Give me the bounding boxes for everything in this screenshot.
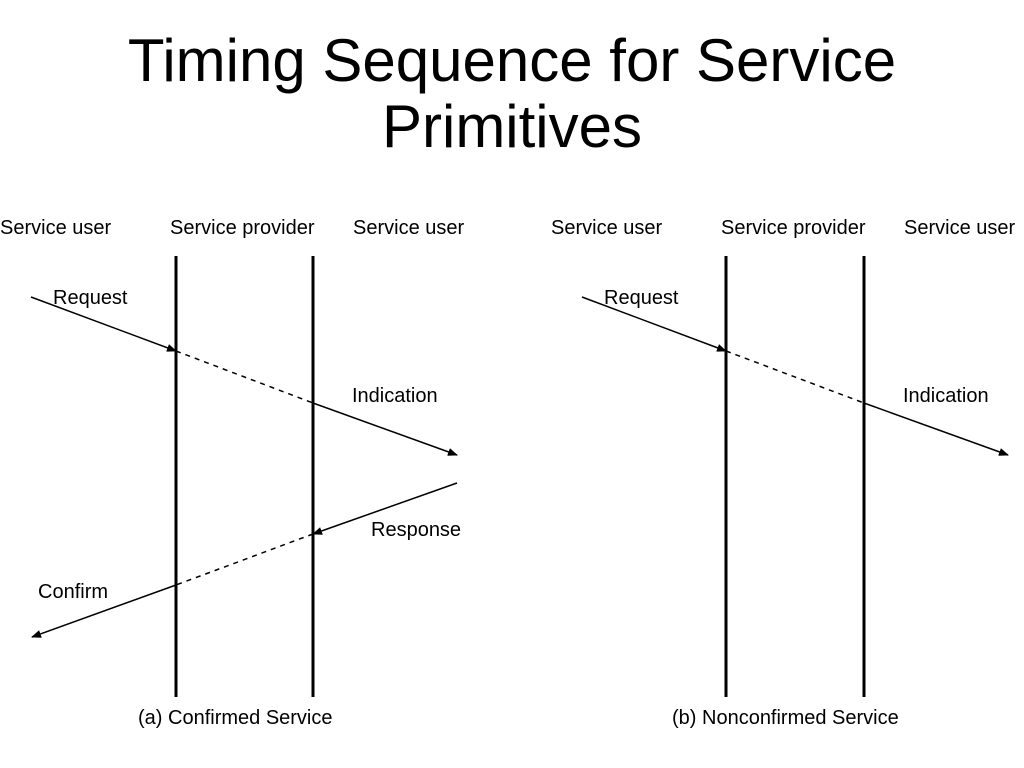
- caption-b: (b) Nonconfirmed Service: [672, 707, 899, 729]
- header-service-provider-b: Service provider: [721, 217, 866, 239]
- header-service-provider-a: Service provider: [170, 217, 315, 239]
- confirmed-service-diagram: Service user Service provider Service us…: [0, 217, 464, 729]
- confirm-arrow-a: [31, 584, 177, 638]
- request-arrow-a: [30, 296, 177, 352]
- indication-label-a: Indication: [352, 385, 438, 407]
- request-label-b: Request: [604, 287, 679, 309]
- header-service-user-left-b: Service user: [551, 217, 662, 239]
- indication-label-b: Indication: [903, 385, 989, 407]
- nonconfirmed-service-diagram: Service user Service provider Service us…: [551, 217, 1015, 729]
- title-line-1: Timing Sequence for Service: [127, 27, 897, 94]
- header-service-user-right-a: Service user: [353, 217, 464, 239]
- request-arrow-b: [581, 296, 727, 352]
- caption-a: (a) Confirmed Service: [138, 707, 333, 729]
- slide-title: Timing Sequence for Service Primitives: [0, 28, 1024, 160]
- indication-arrow-a: [312, 402, 458, 456]
- request-label-a: Request: [53, 287, 128, 309]
- indication-arrow-b: [863, 402, 1009, 456]
- response-label-a: Response: [371, 519, 461, 541]
- header-service-user-right-b: Service user: [904, 217, 1015, 239]
- provider-transit-request-b: [725, 350, 865, 404]
- response-arrow-a: [312, 482, 458, 535]
- title-line-2: Primitives: [381, 93, 642, 160]
- header-service-user-left-a: Service user: [0, 217, 111, 239]
- confirm-label-a: Confirm: [38, 581, 108, 603]
- provider-transit-response-a: [175, 533, 314, 586]
- provider-transit-request-a: [175, 350, 314, 404]
